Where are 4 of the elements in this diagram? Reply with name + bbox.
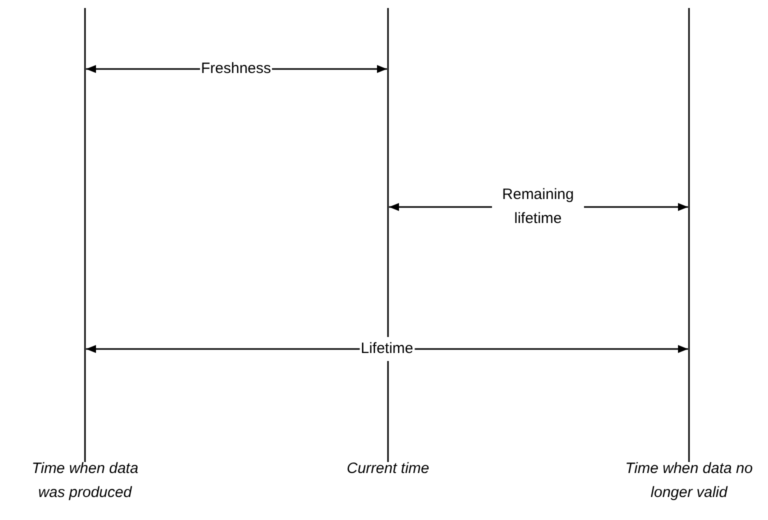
time-label: Time when data no longer valid [624,459,754,503]
span-label: Lifetime [360,337,414,361]
time-label: Current time [346,459,430,479]
time-label: Time when data was produced [30,459,140,503]
